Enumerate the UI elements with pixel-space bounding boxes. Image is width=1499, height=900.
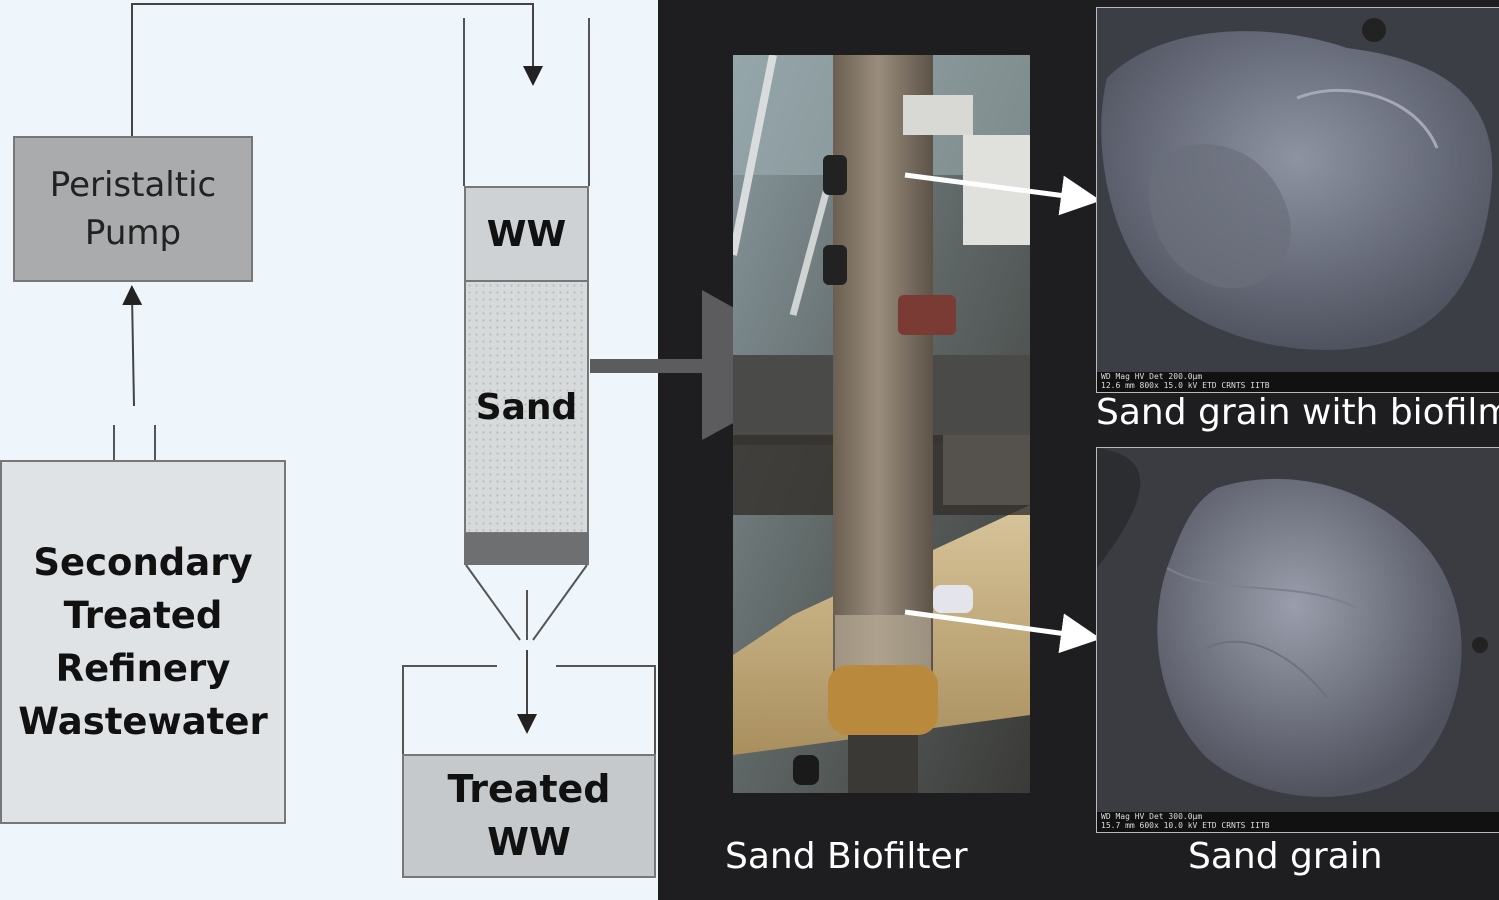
sem-databar-sand-grain: WD Mag HV Det 300.0µm 15.7 mm 600x 10.0 … — [1097, 812, 1499, 832]
tank-label-line3: Refinery — [55, 647, 231, 690]
treated-label-line1: Treated — [447, 767, 611, 811]
pump-outlet-pipe — [131, 3, 543, 136]
sem-image-biofilm: WD Mag HV Det 200.0µm 12.6 mm 800x 15.0 … — [1096, 7, 1499, 393]
wastewater-tank-box: Secondary Treated Refinery Wastewater — [0, 460, 286, 824]
funnel-left — [465, 564, 521, 641]
collection-vessel — [402, 665, 497, 754]
sem-databar-biofilm: WD Mag HV Det 200.0µm 12.6 mm 800x 15.0 … — [1097, 372, 1499, 392]
tank-label-line1: Secondary — [33, 541, 253, 584]
sem-databar-biofilm-line1: WD Mag HV Det 200.0µm — [1101, 372, 1203, 381]
tank-label-line4: Wastewater — [18, 700, 268, 743]
funnel-right — [532, 564, 588, 641]
column-support-layer — [464, 533, 589, 565]
caption-sand-biofilter: Sand Biofilter — [725, 836, 968, 877]
pointer-arrow-sand — [904, 609, 1101, 654]
column-ww-layer: WW — [464, 186, 589, 282]
schematic-panel: Peristaltic Pump Secondary Treated Refin… — [0, 0, 658, 900]
column-sand-layer: Sand — [464, 280, 589, 534]
schematic-lines — [113, 3, 656, 754]
tank-to-pump-arrow — [122, 285, 143, 407]
pump-label-line2: Pump — [84, 213, 182, 253]
pointer-arrow-biofilm — [904, 172, 1101, 216]
sem-databar-biofilm-line2: 12.6 mm 800x 15.0 kV ETD CRNTS IITB — [1101, 381, 1270, 390]
sem-databar-sand-grain-line2: 15.7 mm 600x 10.0 kV ETD CRNTS IITB — [1101, 821, 1270, 830]
caption-sand-grain: Sand grain — [1188, 836, 1383, 877]
sem-image-sand-grain: WD Mag HV Det 300.0µm 15.7 mm 600x 10.0 … — [1096, 447, 1499, 833]
tank-label-line2: Treated — [63, 594, 223, 637]
treated-ww-box: Treated WW — [402, 754, 656, 878]
caption-sand-grain-biofilm: Sand grain with biofilm — [1096, 392, 1499, 433]
column-sand-label: Sand — [475, 386, 578, 428]
biofilter-photo — [733, 55, 1030, 793]
peristaltic-pump-box: Peristaltic Pump — [13, 136, 253, 282]
pump-label-line1: Peristaltic — [49, 165, 217, 205]
treated-label-line2: WW — [487, 820, 571, 864]
column-ww-label: WW — [486, 213, 567, 255]
pointer-arrows — [904, 172, 1101, 654]
sem-databar-sand-grain-line1: WD Mag HV Det 300.0µm — [1101, 812, 1203, 821]
